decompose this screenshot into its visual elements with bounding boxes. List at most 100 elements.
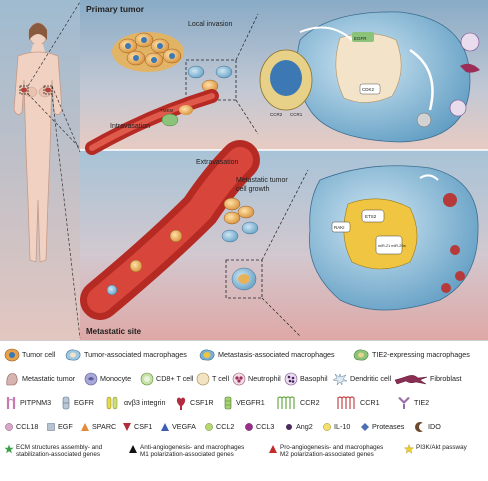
- proteases-icon: [361, 423, 369, 431]
- legend-item-tumor-cell: Tumor cell: [4, 344, 55, 366]
- metastatic-cluster: [221, 197, 259, 243]
- legend-label: SPARC: [92, 422, 117, 431]
- dendritic-cell-icon: [332, 373, 348, 386]
- local-invasion-label: Local invasion: [188, 21, 232, 28]
- legend-row-cells-other: Metastatic tumor Monocyte CD8+ T cell T …: [0, 368, 488, 390]
- legend-item-cd8-t-cell: CD8+ T cell: [140, 368, 194, 390]
- legend-label: CCR1: [360, 398, 380, 407]
- metastatic-growth-label-line1: Metastatic tumor: [236, 177, 288, 184]
- legend-item-dendritic-cell: Dendritic cell: [332, 368, 391, 390]
- ets2-cell-label: ETS2: [365, 214, 377, 219]
- legend-label: αvβ3 integrin: [124, 398, 166, 407]
- legend-label-line1: Pro-angiogenesis- and macrophages: [280, 444, 384, 451]
- metastatic-tumor-icon: [6, 373, 18, 386]
- legend-label: Fibroblast: [430, 374, 462, 383]
- legend-item-csf1: CSF1: [122, 416, 152, 438]
- ccl18-icon: [5, 423, 13, 431]
- primary-vessel: [85, 89, 219, 155]
- legend-row-genes: ECM structures assembly- and stabilizati…: [0, 440, 488, 476]
- sparc-icon: [81, 423, 89, 431]
- legend-label: CCR2: [300, 398, 320, 407]
- legend-item-ccl18: CCL18: [4, 416, 38, 438]
- diagram-illustration: Primary tumor Metastatic site Local inva…: [0, 0, 488, 340]
- legend-item-egfr: EGFR: [60, 392, 94, 414]
- cdk2-cell-label: CDK2: [362, 87, 375, 92]
- legend-item-monocyte: Monocyte: [84, 368, 131, 390]
- t-cell-icon: [196, 372, 210, 386]
- primary-tumor-title: Primary tumor: [86, 4, 145, 14]
- legend-row-ligands: CCL18 EGF SPARC CSF1 VEGFA CCL2: [0, 416, 488, 438]
- raki-cell-label: RAKI: [334, 225, 345, 230]
- monocyte-icon: [84, 372, 98, 386]
- legend-item-il10: IL-10: [322, 416, 350, 438]
- legend-label: Ang2: [296, 422, 313, 431]
- legend-label: Tumor cell: [22, 350, 56, 359]
- invading-cells: [187, 65, 233, 93]
- legend-label-line1: PI3K/Akt passway: [416, 444, 467, 451]
- legend-item-integrin: αvβ3 integrin: [104, 392, 165, 414]
- legend-label: TIE2-expressing macrophages: [372, 350, 470, 359]
- black-triangle-icon: [129, 445, 137, 453]
- legend-item-tam: Tumor-associated macrophages: [64, 344, 187, 366]
- mam-icon: [199, 349, 215, 361]
- legend-item-ecm-genes: ECM structures assembly- and stabilizati…: [4, 440, 102, 480]
- legend-item-vegfr1: VEGFR1: [222, 392, 265, 414]
- legend-label: CCL18: [16, 422, 39, 431]
- tumor-cell-icon: [4, 348, 20, 362]
- legend-label: CCL3: [256, 422, 275, 431]
- yellow-star-icon: [404, 444, 414, 454]
- mir-cell-label: miR-21 miR-29a: [378, 244, 407, 248]
- ccl3-icon: [245, 423, 253, 431]
- tem-icon: [353, 349, 369, 361]
- legend-label: Metastatic tumor: [22, 374, 76, 383]
- legend-item-anti-angio-genes: Anti-angiogenesis- and macrophages M1 po…: [128, 440, 244, 480]
- legend-item-basophil: Basophil: [284, 368, 328, 390]
- green-star-icon: [4, 444, 14, 454]
- ccl2-icon: [205, 423, 213, 431]
- extravasation-label: Extravasation: [196, 159, 239, 166]
- legend-item-pitpnm3: PITPNM3: [4, 392, 51, 414]
- legend-item-tem: TIE2-expressing macrophages: [352, 344, 470, 366]
- basophil-icon: [284, 372, 298, 386]
- tmem-cell-label: TMEM: [160, 108, 173, 113]
- legend-label: IDO: [428, 422, 441, 431]
- legend-label-line2: M2 polarization-associated genes: [280, 451, 374, 458]
- legend-item-ido: IDO: [414, 416, 441, 438]
- legend-item-tie2: TIE2: [396, 392, 429, 414]
- legend-label: Tumor-associated macrophages: [84, 350, 187, 359]
- legend-item-sparc: SPARC: [80, 416, 116, 438]
- legend-label: EGF: [58, 422, 73, 431]
- csf1-icon: [123, 423, 131, 431]
- legend-label: Basophil: [300, 374, 328, 383]
- legend-label: CSF1: [134, 422, 153, 431]
- il10-icon: [323, 423, 331, 431]
- tam-icon: [65, 349, 81, 361]
- cd8-t-cell-icon: [140, 372, 154, 386]
- legend-item-fibroblast: Fibroblast: [394, 368, 462, 390]
- legend-label: Neutrophil: [248, 374, 281, 383]
- primary-tumor-mass: [112, 32, 184, 72]
- legend-label: Proteases: [372, 422, 405, 431]
- vegfr1-icon: [224, 396, 232, 410]
- legend-label: CCL2: [216, 422, 235, 431]
- fibroblast-icon: [394, 375, 428, 385]
- legend-item-egf: EGF: [46, 416, 73, 438]
- integrin-icon: [106, 396, 118, 410]
- neutrophil-icon: [232, 372, 246, 386]
- metastatic-vessel: [80, 140, 260, 320]
- legend-gene-text: Anti-angiogenesis- and macrophages M1 po…: [138, 444, 244, 458]
- legend-item-ccl2: CCL2: [204, 416, 234, 438]
- legend-item-pro-angio-genes: Pro-angiogenesis- and macrophages M2 pol…: [268, 440, 383, 480]
- legend-item-metastatic-tumor: Metastatic tumor: [4, 368, 75, 390]
- primary-zoom: [259, 11, 480, 143]
- legend: Tumor cell Tumor-associated macrophages …: [0, 340, 488, 481]
- metastatic-zoom: [309, 165, 479, 311]
- legend-label: TIE2: [414, 398, 430, 407]
- legend-label: Monocyte: [100, 374, 132, 383]
- legend-gene-text: ECM structures assembly- and stabilizati…: [14, 444, 102, 458]
- intravasation-label: Intravasation: [110, 123, 150, 130]
- egfr-cell-label: EGFR: [354, 36, 367, 41]
- legend-label: CD8+ T cell: [156, 374, 194, 383]
- legend-label-line2: M1 polarization-associated genes: [140, 451, 234, 458]
